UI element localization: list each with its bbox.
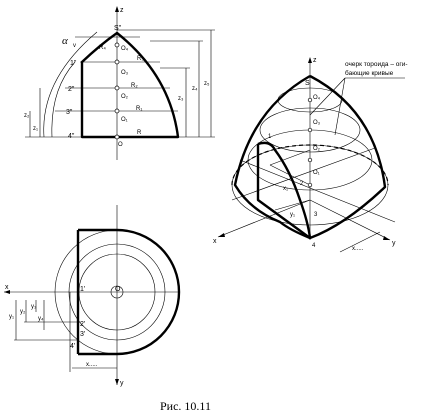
- axo-axis-y: y: [392, 240, 396, 247]
- front-dim-z2: z₂: [24, 113, 30, 119]
- axo-center-o2: O₂: [313, 146, 321, 152]
- axo-center-o1: O₁: [313, 170, 320, 176]
- axo-dim-x: x.....: [352, 246, 364, 252]
- figure-caption: Рис. 10.11: [160, 399, 211, 413]
- front-center-o3: O₃: [121, 70, 129, 76]
- axo-center-o4: O₄: [313, 95, 321, 101]
- top-dim-y1: y₁: [9, 314, 14, 320]
- front-point-s: S": [114, 25, 122, 32]
- front-point-1: 1": [70, 60, 77, 67]
- front-radius-r3: R₃: [137, 56, 144, 62]
- front-dim-z3: z₃: [178, 96, 184, 102]
- axo-point-2: 2: [300, 181, 304, 187]
- front-dim-z1: z₁: [33, 126, 38, 132]
- top-point-1: 1': [80, 286, 85, 293]
- top-dim-x: x.....: [86, 362, 98, 368]
- top-dim-y3: y₃: [31, 304, 37, 310]
- front-radius-r4: R₄: [99, 45, 106, 51]
- front-center-o4: O₄: [121, 46, 129, 52]
- top-dim-y4: y₄: [38, 316, 44, 322]
- front-alpha-sub: v: [73, 43, 76, 49]
- axo-dim-y1: y₁: [290, 212, 295, 218]
- axo-center-o3: O₃: [313, 120, 321, 126]
- top-point-3: 3': [80, 331, 85, 338]
- top-point-4: 4': [70, 343, 75, 350]
- front-center-o1: O₁: [121, 117, 128, 123]
- front-dim-z4: z₄: [192, 86, 198, 92]
- axo-dim-x1: x₁: [283, 186, 288, 192]
- axo-point-3: 3: [314, 212, 318, 218]
- axo-point-4: 4: [312, 243, 316, 249]
- front-center-o2: O₂: [121, 94, 129, 100]
- axo-axis-x: x: [213, 238, 217, 245]
- front-alpha: α: [62, 35, 68, 47]
- front-point-3: 3": [66, 109, 73, 116]
- front-radius-r2: R₂: [131, 83, 138, 89]
- top-dim-y2: y₂: [20, 309, 26, 315]
- front-radius-r: R: [137, 130, 142, 136]
- top-axis-x: x: [5, 284, 9, 291]
- axo-apex-s: S: [305, 80, 310, 87]
- axonometric-view: очерк тороида – оги- бающие кривые z S x…: [213, 57, 408, 253]
- top-point-2: 2': [80, 321, 85, 328]
- top-axis-y: y: [120, 380, 124, 387]
- axo-axis-z: z: [313, 57, 317, 64]
- front-point-2: 2": [68, 86, 75, 93]
- front-axis-z: z: [120, 7, 124, 14]
- top-center-o: O: [115, 286, 121, 293]
- front-point-4: 4": [68, 133, 75, 140]
- axo-note-line2: бающие кривые: [345, 69, 394, 77]
- front-view: z α v S" 1" 2" 3" 4" O₄ O₃ O₂ O₁ O R₄ R₃…: [24, 6, 215, 160]
- front-dim-z5: z₅: [204, 81, 210, 87]
- top-view: x y O 1' 2' 3' 4' y₁ y₂ y₃ y₄ x.....: [4, 205, 181, 387]
- axo-point-1: 1: [268, 134, 272, 140]
- axo-note-line1: очерк тороида – оги-: [345, 61, 408, 68]
- front-radius-r1: R₁: [136, 106, 142, 112]
- front-center-o: O: [118, 142, 123, 148]
